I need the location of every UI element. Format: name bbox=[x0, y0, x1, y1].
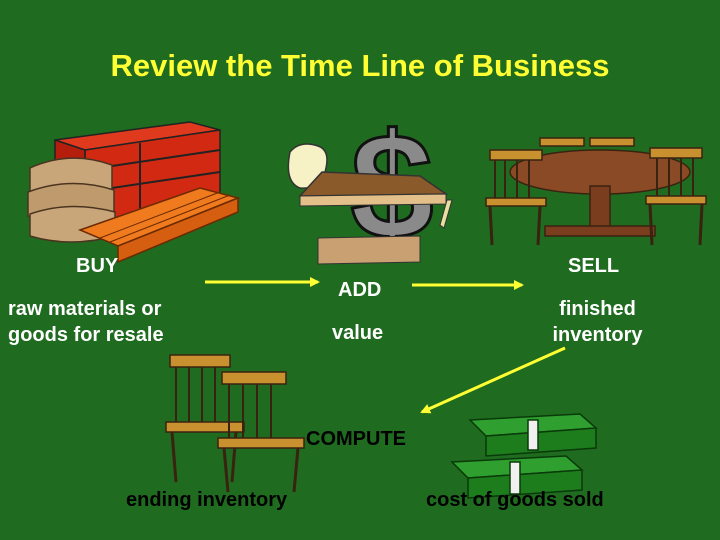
raw-materials-clipart bbox=[27, 121, 241, 264]
dining-set-clipart bbox=[485, 137, 707, 246]
chairs-clipart bbox=[165, 354, 305, 493]
add-desc: value bbox=[332, 322, 384, 344]
sell-label: SELL bbox=[568, 255, 620, 277]
buy-desc-line2: goods for resale bbox=[8, 324, 164, 346]
ending-inventory-label: ending inventory bbox=[126, 489, 288, 511]
arrow-inventory-to-compute bbox=[420, 346, 566, 414]
buy-label: BUY bbox=[76, 255, 119, 277]
sell-desc-line1: finished bbox=[559, 298, 636, 320]
slide-title: Review the Time Line of Business bbox=[110, 48, 610, 83]
add-label: ADD bbox=[338, 279, 382, 301]
money-stacks-clipart bbox=[450, 413, 598, 499]
compute-label: COMPUTE bbox=[306, 428, 406, 450]
dollar-pie-clipart: $ bbox=[287, 101, 453, 272]
buy-desc-line1: raw materials or bbox=[8, 298, 162, 320]
sell-desc-line2: inventory bbox=[552, 324, 643, 346]
cogs-label: cost of goods sold bbox=[426, 489, 604, 511]
